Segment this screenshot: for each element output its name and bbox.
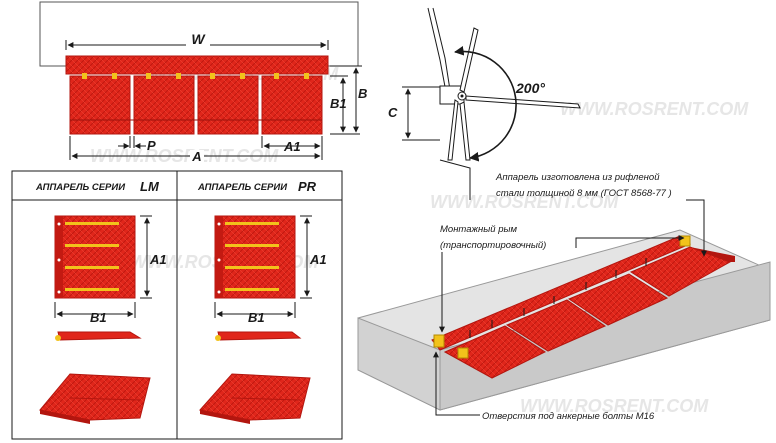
dim-w: W <box>191 31 206 47</box>
hinge-rail <box>65 55 329 75</box>
pr-dim-a1: A1 <box>309 252 327 267</box>
pr-perspective <box>199 373 311 421</box>
dim-c: C <box>388 105 398 120</box>
rotation-arc <box>454 46 517 162</box>
front-view: W B1 B P A1 A <box>39 1 367 164</box>
installed-lip <box>443 325 547 379</box>
lm-profile <box>57 331 142 341</box>
pr-series-code: PR <box>298 179 317 194</box>
lm-series-code: LM <box>140 179 160 194</box>
dim-b1: B1 <box>330 96 347 111</box>
dim-p: P <box>147 138 156 153</box>
note-material-1: Аппарель изготовлена из рифленой <box>495 172 660 183</box>
note-holes: Отверстия под анкерные болты М16 <box>482 411 655 422</box>
lip-plate <box>261 75 323 135</box>
side-view: 200° C <box>388 7 581 200</box>
hinge-knuckles <box>82 73 309 79</box>
lm-series-title: АППАРЕЛЬ СЕРИИ <box>35 182 125 193</box>
lip-plate <box>197 75 259 135</box>
lip-plate <box>69 75 131 135</box>
note-handle-2: (транспортировочный) <box>440 240 546 251</box>
watermark: WWW.ROSRENT.COM <box>520 396 709 416</box>
angle-label: 200° <box>515 80 545 96</box>
note-handle-1: Монтажный рым <box>440 224 517 235</box>
pr-plate <box>214 215 296 299</box>
watermark: WWW.ROSRENT.COM <box>430 192 619 212</box>
lm-dim-b1: B1 <box>90 310 107 325</box>
pr-dim-b1: B1 <box>248 310 265 325</box>
lip-plate <box>133 75 195 135</box>
note-material-2: стали толщиной 8 мм (ГОСТ 8568-77 ) <box>496 188 672 199</box>
dim-b: B <box>358 86 367 101</box>
lm-perspective <box>39 373 151 421</box>
lifting-eye <box>433 334 445 348</box>
series-table: АППАРЕЛЬ СЕРИИ LM АППАРЕЛЬ СЕРИИ PR A1 B… <box>11 170 343 440</box>
lm-dim-a1: A1 <box>149 252 167 267</box>
installed-lip <box>567 273 669 326</box>
installed-view: Аппарель изготовлена из рифленой стали т… <box>357 172 771 422</box>
watermark: WWW.ROSRENT.COM <box>560 99 749 119</box>
lm-plate <box>54 215 136 299</box>
installed-lip <box>505 299 607 352</box>
dim-a1: A1 <box>283 139 301 154</box>
pr-profile <box>217 331 302 341</box>
pr-series-title: АППАРЕЛЬ СЕРИИ <box>197 182 287 193</box>
dim-a: A <box>191 149 201 164</box>
